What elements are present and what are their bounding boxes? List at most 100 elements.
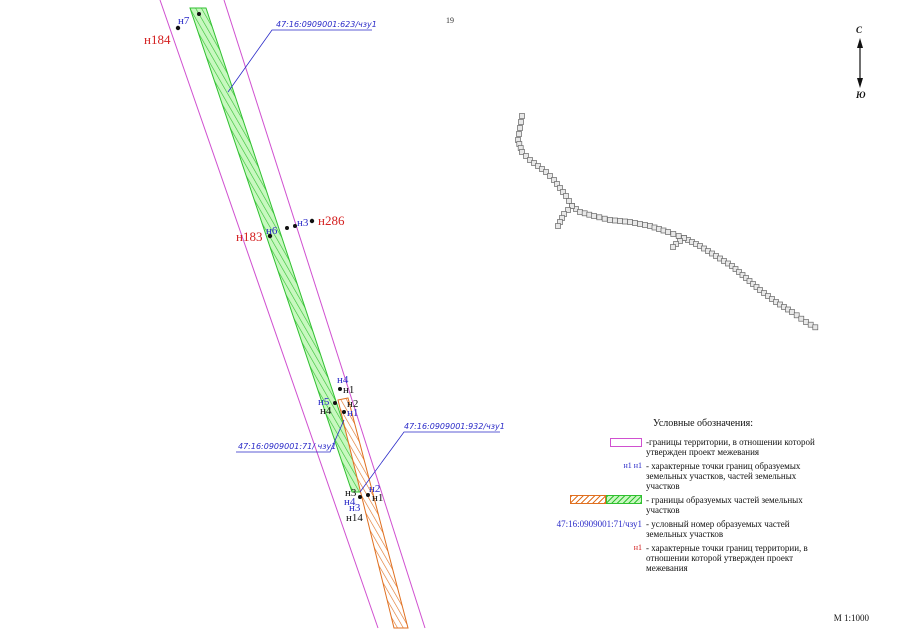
- label-n3-blue-b: н3: [349, 502, 361, 514]
- route-square: [729, 263, 735, 269]
- route-square: [535, 163, 541, 169]
- green-hatch-icon: [606, 495, 642, 504]
- route-square: [612, 217, 618, 224]
- route-square: [681, 235, 687, 241]
- route-square: [665, 229, 671, 235]
- route-square: [753, 284, 760, 290]
- route-square: [560, 189, 566, 195]
- route-square: [519, 149, 525, 155]
- south-label: Ю: [855, 90, 866, 100]
- territory-boundary: [159, 0, 426, 629]
- route-square: [543, 169, 549, 175]
- boundary-symbol-icon: [610, 438, 642, 447]
- route-square: [642, 222, 648, 228]
- route-square: [519, 113, 525, 119]
- route-square: [551, 177, 557, 183]
- route-square: [622, 218, 628, 225]
- route-square: [761, 290, 767, 296]
- route-square: [769, 296, 775, 302]
- route-square: [677, 238, 683, 244]
- point-markers: [175, 12, 370, 499]
- route-square: [617, 218, 623, 224]
- route-square: [812, 324, 819, 331]
- overview-route: [515, 113, 819, 331]
- label-n1-blue: н1: [347, 407, 358, 419]
- route-square: [554, 181, 560, 187]
- cadastral-label-right: 47:16:0909001:932/чзу1: [404, 422, 505, 431]
- legend-item-parts: - границы образуемых частей земельных уч…: [548, 495, 818, 515]
- route-square: [586, 211, 593, 218]
- route-square: [637, 221, 643, 227]
- legend-item-number: 47:16:0909001:71/чзу1 - условный номер о…: [556, 519, 790, 539]
- route-square: [566, 198, 572, 204]
- route-square: [557, 185, 563, 191]
- route-square: [601, 215, 608, 222]
- label-n2-black: н2: [347, 398, 358, 410]
- route-square: [789, 309, 795, 315]
- label-n6: н6: [266, 225, 278, 237]
- route-square: [596, 214, 603, 221]
- label-n7: н7: [178, 15, 190, 27]
- label-n4-blue: н4: [337, 374, 349, 386]
- route-square: [523, 153, 529, 159]
- route-square: [577, 209, 583, 215]
- cadastral-label-left: 47:16:0909001:71/ чзу1: [238, 442, 336, 451]
- north-arrow-icon: С Ю: [855, 25, 866, 100]
- legend-item-points: н1 н1 - характерные точки границ образуе…: [623, 461, 801, 491]
- orange-land-part: [337, 397, 409, 629]
- route-square: [670, 244, 676, 250]
- leader-lines: [227, 29, 500, 493]
- label-n3-black: н3: [345, 487, 357, 499]
- label-n4-blue-b: н4: [344, 496, 356, 508]
- route-square: [675, 233, 682, 239]
- route-square: [569, 203, 575, 209]
- label-n184: н184: [144, 32, 171, 47]
- route-square: [539, 166, 545, 172]
- cadastral-label-top: 47:16:0909001:623/чзу1: [276, 20, 377, 29]
- route-square: [746, 278, 753, 284]
- label-n1-b: н1: [372, 492, 383, 504]
- route-square: [527, 157, 533, 163]
- label-n1-a: н1: [343, 384, 354, 396]
- label-n2-blue: н2: [369, 483, 380, 495]
- label-n286: н286: [318, 213, 345, 228]
- route-square: [739, 272, 746, 278]
- route-square: [607, 217, 613, 223]
- red-point-icon: н1: [633, 543, 642, 552]
- label-n183: н183: [236, 229, 262, 244]
- route-square: [573, 206, 579, 212]
- route-square: [803, 319, 809, 325]
- legend-item-boundary: -границы территории, в отношении которой…: [548, 437, 818, 457]
- route-square: [518, 119, 524, 125]
- route-square: [670, 231, 677, 237]
- route-square: [750, 281, 756, 287]
- route-square: [563, 193, 569, 199]
- route-square: [732, 266, 739, 272]
- label-n4-black: н4: [320, 405, 332, 417]
- orange-hatch-icon: [570, 495, 606, 504]
- legend-item-territory-points: н1 - характерные точки границ территории…: [633, 543, 808, 573]
- route-square: [565, 207, 571, 213]
- route-square: [632, 220, 638, 226]
- north-label: С: [856, 25, 863, 35]
- route-square: [757, 287, 763, 293]
- green-land-part: [189, 7, 367, 493]
- label-n5-blue: н5: [318, 396, 330, 408]
- route-square: [736, 269, 742, 275]
- route-square: [673, 241, 679, 247]
- route-square: [627, 219, 633, 225]
- page-number: 19: [446, 16, 454, 25]
- label-n14: н14: [346, 512, 363, 524]
- scale-label: М 1:1000: [833, 613, 869, 623]
- route-square: [517, 125, 523, 131]
- route-square: [765, 293, 771, 299]
- route-square: [793, 312, 800, 319]
- legend-title: Условные обозначения:: [652, 418, 753, 429]
- point-symbol-icon: н1 н1: [623, 461, 642, 470]
- route-square: [531, 160, 537, 166]
- route-square: [743, 275, 749, 281]
- route-square: [547, 173, 553, 179]
- route-square: [516, 131, 522, 137]
- route-square: [555, 223, 561, 229]
